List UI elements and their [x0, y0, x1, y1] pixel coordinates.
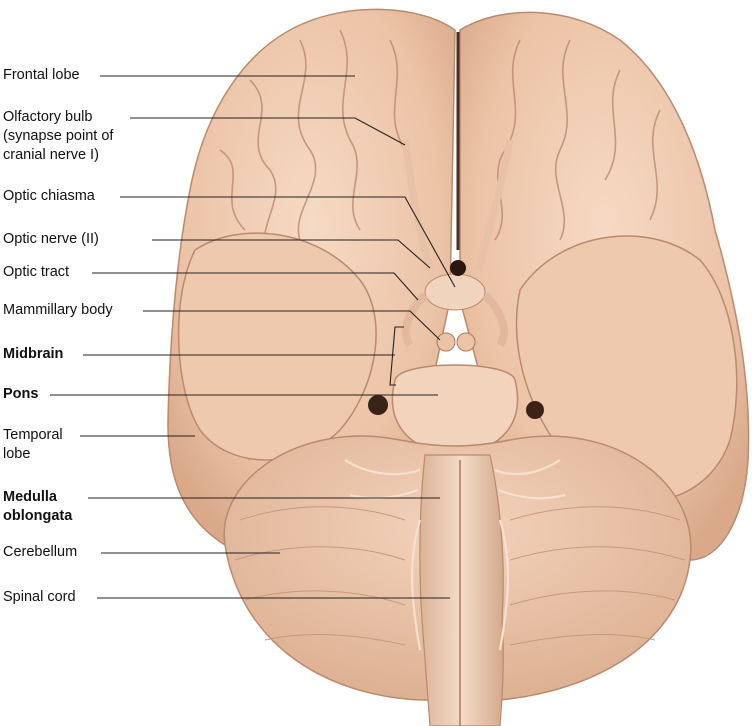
label-medulla-oblongata: Medulla oblongata — [3, 489, 73, 524]
mammillary-body-right — [456, 332, 476, 352]
olfactory-tract-right — [474, 139, 514, 272]
optic-tract-shape — [402, 292, 508, 348]
label-temporal-lobe: Temporal lobe — [3, 427, 63, 462]
left-temporal-lobe — [177, 232, 377, 461]
label-cerebellum: Cerebellum — [3, 544, 78, 560]
leader-mammillary-body — [143, 310, 441, 341]
mammillary-body-left — [436, 332, 456, 352]
cerebrum — [167, 8, 750, 561]
medulla-and-spinal-cord — [419, 454, 504, 726]
label-mammillary-body: Mammillary body — [3, 302, 113, 318]
label-pons: Pons — [3, 386, 39, 402]
label-olfactory-bulb: Olfactory bulb (synapse point of cranial… — [3, 109, 114, 163]
leader-optic-tract — [92, 272, 419, 301]
label-optic-chiasma: Optic chiasma — [3, 188, 95, 204]
fossa-left — [368, 395, 388, 415]
right-temporal-lobe — [515, 235, 738, 502]
label-optic-nerve: Optic nerve (II) — [3, 231, 99, 247]
optic-chiasma-shape — [424, 273, 486, 311]
leader-optic-nerve — [152, 239, 431, 269]
label-midbrain: Midbrain — [3, 346, 64, 362]
label-spinal-cord: Spinal cord — [3, 589, 76, 605]
brainstem — [368, 260, 544, 456]
fossa-top — [450, 260, 466, 276]
pons-shape — [391, 364, 519, 456]
fossa-right — [526, 401, 544, 419]
leader-midbrain-bracket — [389, 326, 404, 386]
label-optic-tract: Optic tract — [3, 264, 70, 280]
olfactory-tract-left — [401, 139, 434, 272]
leader-lines — [50, 75, 456, 599]
label-frontal-lobe: Frontal lobe — [3, 67, 80, 83]
leader-optic-chiasma — [120, 196, 456, 288]
leader-olfactory-bulb — [130, 117, 406, 146]
